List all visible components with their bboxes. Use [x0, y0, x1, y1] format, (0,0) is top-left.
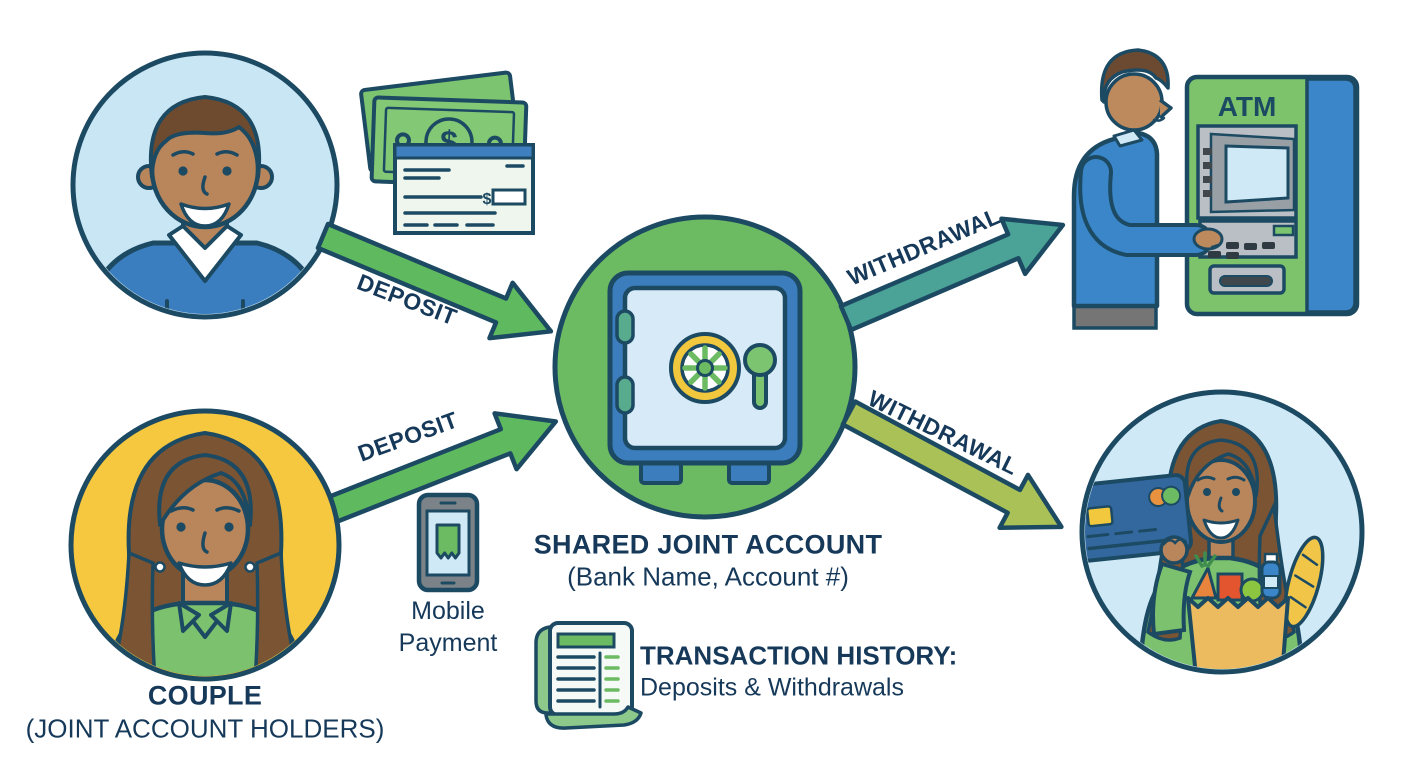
mobile-payment-icon — [416, 492, 480, 593]
atm-icon: ATM — [1184, 74, 1360, 317]
woman-portrait — [68, 408, 342, 682]
man-portrait — [70, 50, 340, 320]
grocery-bag-icon — [1186, 535, 1325, 669]
couple-title: COUPLE — [147, 680, 263, 711]
withdrawal-arrow-top — [838, 216, 1066, 333]
couple-subtitle: (JOINT ACCOUNT HOLDERS) — [25, 713, 385, 744]
deposit-arrow-bottom — [318, 411, 559, 527]
check-dollar-symbol: $ — [483, 191, 492, 208]
account-title: SHARED JOINT ACCOUNT — [533, 529, 883, 560]
account-subtitle: (Bank Name, Account #) — [567, 561, 849, 592]
check-icon: $ — [393, 143, 535, 235]
transaction-history-subtitle: Deposits & Withdrawals — [640, 673, 904, 702]
safe-icon — [607, 270, 803, 485]
shared-account-node — [552, 214, 858, 520]
atm-scene: ATM — [1071, 48, 1360, 330]
deposit-arrow-top — [315, 221, 554, 341]
shopper-portrait — [1079, 389, 1365, 675]
atm-label: ATM — [1218, 91, 1277, 122]
atm-user — [1071, 48, 1224, 330]
withdrawal-arrow-bottom — [840, 399, 1064, 531]
transaction-history-title: TRANSACTION HISTORY: — [640, 640, 958, 671]
credit-card-icon — [1085, 473, 1193, 564]
mobile-payment-label: Mobile Payment — [398, 597, 498, 657]
receipt-icon — [534, 621, 643, 730]
